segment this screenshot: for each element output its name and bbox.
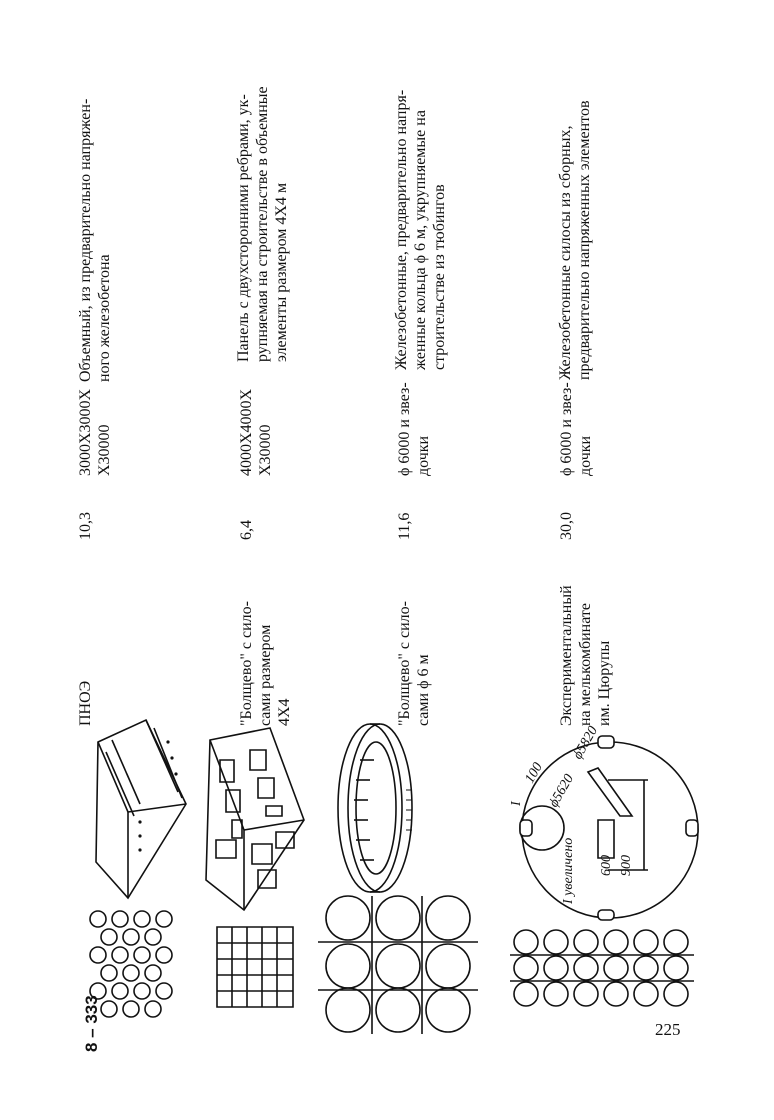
row-1-volumetric-element — [88, 712, 192, 902]
label-enlarged: I увеличено — [561, 838, 576, 905]
label-dim-100: 100 — [522, 760, 545, 786]
row-3-value: 11,6 — [396, 512, 413, 540]
row-2-value: 6,4 — [238, 520, 255, 540]
row-4-plan-circles — [510, 928, 694, 1008]
row-2-panel-assembly — [200, 720, 310, 915]
row-4-size: ϕ 6000 и звез-дочки — [558, 382, 594, 476]
row-1-plan-circles — [86, 905, 178, 1023]
row-3-plan-circles — [318, 896, 478, 1034]
row-2-description: Панель с двухсторонними ребрами, ук-рупн… — [235, 86, 290, 362]
row-3-ring-element — [330, 720, 420, 896]
row-2-plan-grid — [216, 926, 294, 1008]
label-dim-900: 900 — [619, 855, 634, 876]
row-4-description: Железобетонные силосы из сборных,предвар… — [557, 100, 593, 380]
row-3-description: Железобетонные, предварительно напря-жен… — [393, 89, 448, 370]
label-dim-600: 600 — [599, 855, 614, 876]
row-4-name: Экспериментальный на мелькомбинате им. Ц… — [558, 585, 613, 726]
row-2-name: "Болщево" с сило- сами размером 4Х4 — [238, 601, 293, 726]
page-number: 225 — [655, 1020, 681, 1039]
row-3-name: "Болщево" с сило- сами ϕ 6 м — [396, 601, 432, 726]
row-4-value: 30,0 — [558, 512, 575, 540]
row-1-description: Объемный, из предварительно напряжен-ног… — [77, 98, 113, 382]
row-4-silo-plan: I увеличено I ϕ5820 ϕ5620 100 600 900 — [509, 724, 720, 920]
label-marker: I — [509, 800, 524, 807]
row-3-size: ϕ 6000 и звез-дочки — [396, 382, 432, 476]
row-1-value: 10,3 — [77, 512, 94, 540]
label-dim-inner: ϕ5620 — [546, 772, 577, 810]
